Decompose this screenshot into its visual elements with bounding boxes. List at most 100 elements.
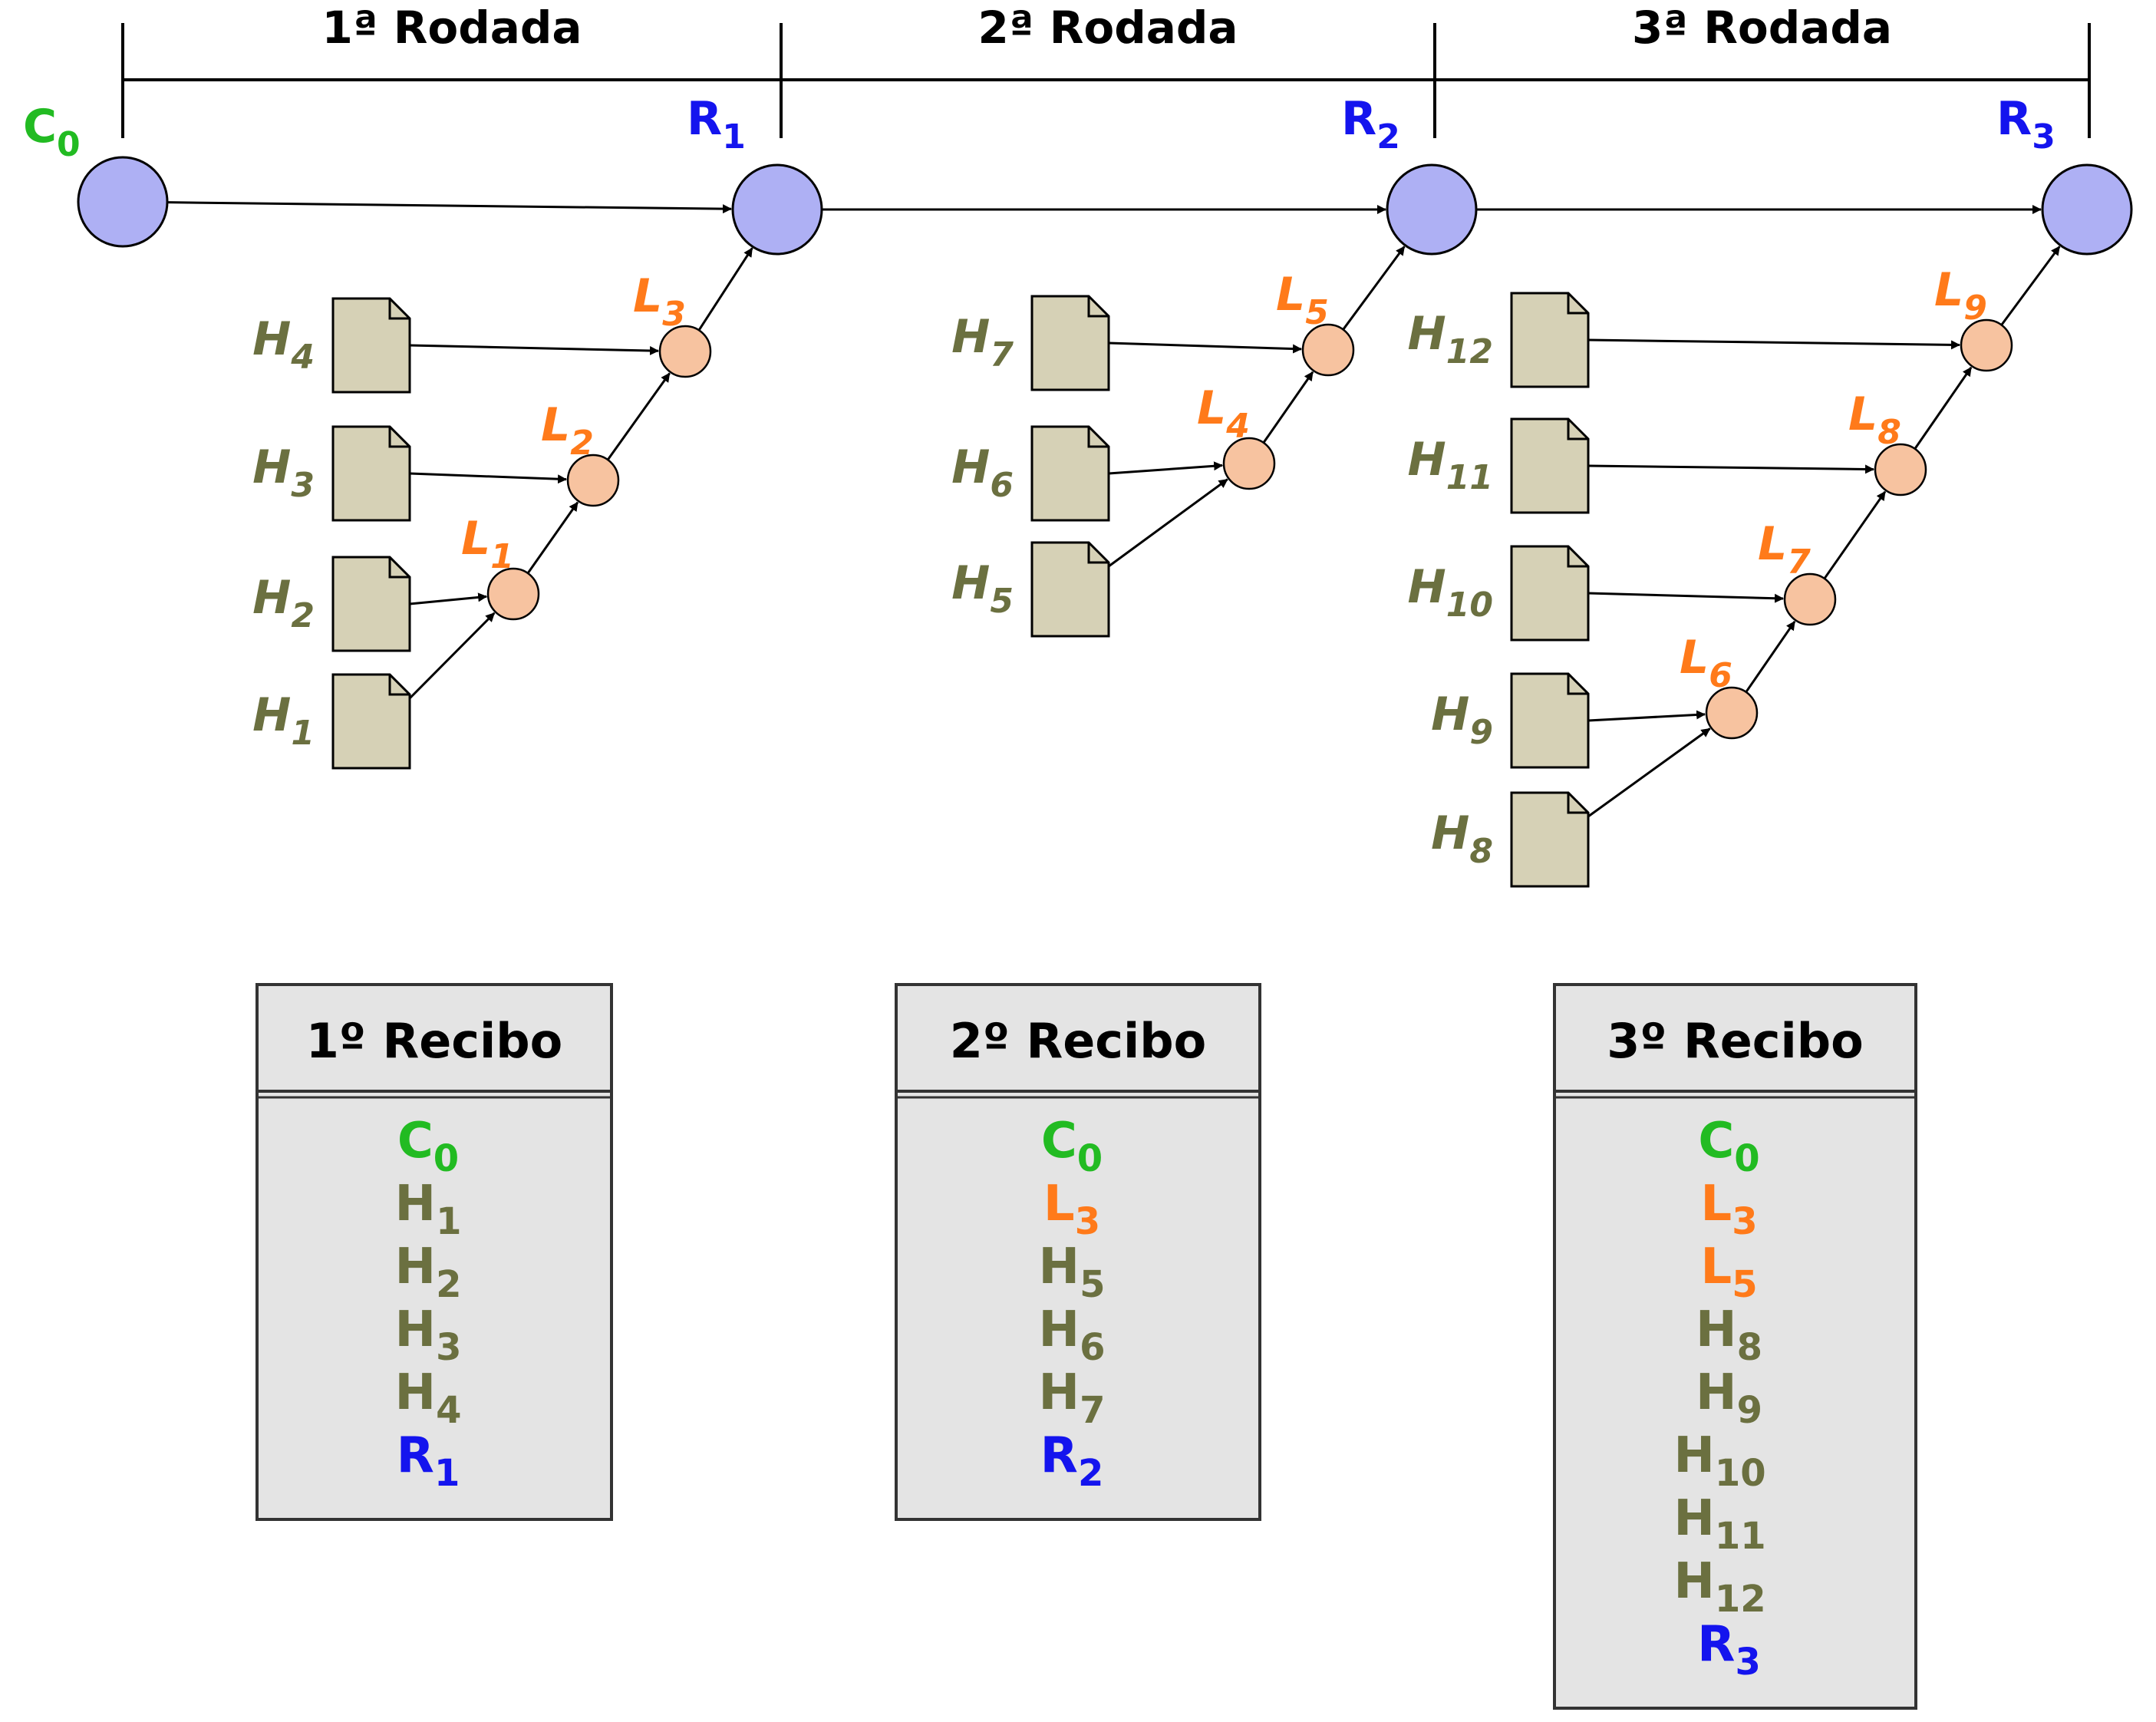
document-h4 — [331, 297, 411, 394]
edge-h3-l2 — [409, 472, 568, 484]
document-label-h2-base: H — [252, 571, 291, 625]
document-h7 — [1030, 295, 1110, 391]
document-label-h5-subscript: 5 — [990, 582, 1014, 621]
document-label-h9-subscript: 9 — [1469, 713, 1493, 752]
edge-h6-l4 — [1108, 461, 1224, 475]
edge-h2-l1 — [409, 592, 488, 605]
link-label-l9: L9 — [1934, 263, 1987, 328]
root-label-r2: R2 — [1341, 92, 1400, 157]
document-icon — [331, 425, 411, 522]
receipt-item: C0 — [397, 1113, 459, 1180]
link-label-l2-base: L — [541, 398, 570, 452]
receipt-item-subscript: 0 — [434, 1137, 459, 1180]
document-fold — [1567, 546, 1588, 568]
document-label-h12-subscript: 12 — [1446, 332, 1493, 371]
document-label-h2-subscript: 2 — [291, 596, 315, 635]
edge-h5-l4 — [1108, 478, 1228, 568]
edge-l4-l5 — [1262, 371, 1314, 444]
document-label-h6: H6 — [951, 440, 1014, 505]
receipt-title: 1º Recibo — [306, 1013, 562, 1069]
receipt-item: H3 — [395, 1301, 462, 1369]
receipt-item: H4 — [395, 1364, 462, 1432]
edge-c0-r1 — [166, 201, 733, 214]
edge-h10-l7 — [1587, 592, 1785, 603]
document-label-h8-subscript: 8 — [1469, 832, 1493, 871]
document-label-h5-base: H — [951, 556, 990, 610]
receipt-item: H1 — [395, 1176, 462, 1243]
edge-l5-r2 — [1342, 246, 1406, 331]
document-label-h11-subscript: 11 — [1446, 458, 1493, 497]
document-h8 — [1510, 791, 1590, 888]
receipt-item-base: H — [1696, 1364, 1737, 1421]
receipt-item: R3 — [1697, 1616, 1761, 1684]
link-node-l4 — [1222, 437, 1276, 490]
receipt-item-base: H — [1673, 1427, 1715, 1484]
link-node-l9 — [1960, 318, 2013, 372]
receipt-item-base: H — [1039, 1239, 1080, 1295]
link-node-l3 — [658, 325, 712, 378]
receipt-item-subscript: 2 — [436, 1263, 461, 1306]
receipt-item-subscript: 9 — [1737, 1389, 1762, 1432]
link-node-l8 — [1874, 443, 1927, 496]
document-label-h10-subscript: 10 — [1446, 586, 1493, 625]
round-label: 1ª Rodada — [321, 2, 582, 54]
link-label-l3-base: L — [633, 269, 662, 323]
document-label-h1-subscript: 1 — [291, 714, 315, 753]
receipt-box — [1553, 983, 1917, 1710]
receipt-item-base: H — [395, 1239, 437, 1295]
edge-l9-r3 — [2000, 246, 2061, 326]
edge-l2-l3 — [606, 372, 671, 461]
document-fold — [1087, 296, 1109, 318]
link-node-l5 — [1301, 323, 1355, 377]
document-label-h12-base: H — [1408, 307, 1446, 361]
link-label-l4-subscript: 4 — [1225, 407, 1250, 446]
link-label-l5-base: L — [1276, 268, 1305, 322]
receipt-item: H6 — [1039, 1301, 1106, 1369]
document-label-h6-subscript: 6 — [990, 466, 1014, 505]
receipt-item: R2 — [1040, 1427, 1104, 1495]
document-label-h1: H1 — [252, 688, 315, 753]
link-label-l1: L1 — [461, 512, 514, 576]
document-label-h7: H7 — [951, 310, 1014, 374]
document-fold — [1087, 427, 1109, 448]
document-label-h4-subscript: 4 — [290, 338, 315, 377]
document-h10 — [1510, 545, 1590, 642]
receipt-item-subscript: 3 — [1075, 1200, 1100, 1243]
link-node-l7 — [1783, 572, 1837, 626]
edge-h8-l6 — [1587, 727, 1711, 818]
root-label-c0-base: C — [23, 100, 57, 153]
root-label-c0: C0 — [23, 100, 81, 164]
receipt-item: R1 — [397, 1427, 460, 1495]
receipt-item-base: R — [1040, 1427, 1078, 1484]
link-label-l8-base: L — [1848, 388, 1877, 441]
receipt-item-subscript: 10 — [1715, 1452, 1766, 1495]
edge-l6-l7 — [1745, 620, 1796, 693]
edge-h11-l8 — [1587, 464, 1875, 474]
receipt-item-base: C — [1698, 1113, 1734, 1169]
link-label-l1-base: L — [461, 512, 490, 566]
receipt-item-subscript: 6 — [1080, 1326, 1105, 1369]
receipt-item-subscript: 4 — [436, 1389, 461, 1432]
document-label-h8: H8 — [1431, 807, 1493, 871]
receipt-item-subscript: 1 — [436, 1200, 461, 1243]
receipt-item: H8 — [1696, 1301, 1762, 1369]
document-label-h6-base: H — [951, 440, 990, 494]
receipt-item: H5 — [1039, 1239, 1106, 1306]
receipt-item: L3 — [1043, 1176, 1100, 1243]
receipt-item-subscript: 8 — [1737, 1326, 1762, 1369]
receipt-box — [895, 983, 1261, 1521]
document-fold — [388, 427, 410, 448]
receipt-item-base: L — [1700, 1239, 1732, 1295]
document-label-h12: H12 — [1408, 307, 1493, 371]
link-node-l6 — [1705, 686, 1759, 740]
document-label-h8-base: H — [1431, 807, 1469, 860]
document-label-h9: H9 — [1431, 688, 1493, 752]
receipt-item-subscript: 1 — [434, 1452, 460, 1495]
document-h2 — [331, 556, 411, 652]
receipt-item-base: R — [397, 1427, 434, 1484]
document-h5 — [1030, 541, 1110, 638]
